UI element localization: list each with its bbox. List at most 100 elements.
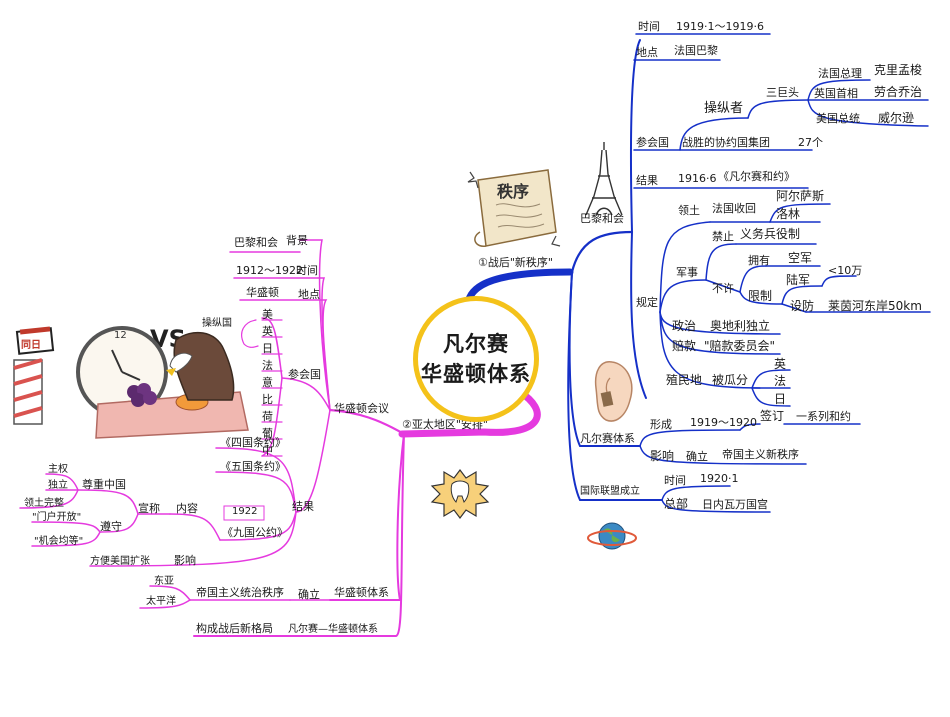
four-power-label[interactable]: 《四国条约》 (220, 435, 286, 449)
wash-system-value[interactable]: 帝国主义统治秩序 (196, 585, 284, 599)
controllers-label[interactable]: 操纵者 (704, 100, 743, 116)
reparation-value[interactable]: "赔款委员会" (704, 338, 775, 353)
form-time[interactable]: 1919～1920 (690, 416, 757, 429)
politics-value[interactable]: 奥地利独立 (710, 318, 770, 333)
abide-label[interactable]: 遵守 (100, 519, 122, 533)
country-5[interactable]: 比 (262, 393, 273, 406)
colony-jp[interactable]: 日 (774, 392, 786, 406)
participants-value[interactable]: 战胜的协约国集团 (682, 135, 770, 149)
conf-place-label[interactable]: 地点 (298, 288, 320, 301)
bg-label[interactable]: 背景 (286, 233, 308, 247)
wash-establish[interactable]: 确立 (298, 587, 320, 601)
country-2[interactable]: 日 (262, 342, 273, 355)
sovereignty-label[interactable]: 主权 (48, 462, 68, 475)
uk-name[interactable]: 劳合乔治 (874, 84, 922, 99)
controllers-left-label[interactable]: 操纵国 (202, 316, 232, 329)
colony-uk[interactable]: 英 (774, 357, 786, 371)
conf-place-value[interactable]: 华盛顿 (246, 285, 279, 299)
country-1[interactable]: 英 (262, 324, 273, 338)
army-limit-label[interactable]: <10万 (828, 264, 862, 277)
conf-time-label[interactable]: 时间 (296, 264, 318, 277)
participants-count[interactable]: 27个 (798, 136, 823, 149)
east-asia-label[interactable]: 东亚 (154, 574, 174, 587)
pacific-label[interactable]: 太平洋 (146, 594, 176, 607)
uk-label[interactable]: 英国首相 (814, 86, 858, 100)
big-three-label[interactable]: 三巨头 (766, 86, 799, 99)
result-date[interactable]: 1916·6 (678, 172, 717, 185)
league-hq-value[interactable]: 日内瓦万国宫 (702, 497, 768, 511)
france-label[interactable]: 法国总理 (818, 66, 862, 80)
nine-power-label[interactable]: 《九国公约》 (222, 526, 288, 539)
equal-opportunity-label[interactable]: "机会均等" (34, 534, 83, 547)
league-label[interactable]: 国际联盟成立 (580, 484, 640, 497)
colony-fr[interactable]: 法 (774, 374, 786, 388)
ban-label[interactable]: 禁止 (712, 230, 734, 243)
country-8[interactable]: 中 (262, 444, 273, 457)
france-recover[interactable]: 法国收回 (712, 201, 756, 215)
integrity-label[interactable]: 领土完整 (24, 496, 64, 509)
content-label[interactable]: 内容 (176, 501, 198, 515)
league-hq-label[interactable]: 总部 (664, 496, 688, 511)
league-time-value[interactable]: 1920·1 (700, 472, 739, 485)
colony-label[interactable]: 殖民地 (666, 372, 702, 387)
effect-establish[interactable]: 确立 (686, 449, 708, 463)
nine-power-year[interactable]: 1922 (232, 506, 257, 517)
fortify-label[interactable]: 设防 (790, 298, 814, 313)
open-door-label[interactable]: "门户开放" (32, 510, 81, 523)
central-topic[interactable]: 凡尔赛 华盛顿体系 (413, 296, 539, 422)
form-label[interactable]: 形成 (650, 418, 672, 431)
place-label[interactable]: 地点 (636, 46, 658, 59)
final-value[interactable]: 构成战后新格局 (196, 621, 273, 635)
have-label[interactable]: 拥有 (748, 253, 770, 267)
impact-left-label[interactable]: 影响 (174, 554, 196, 567)
country-3[interactable]: 法 (262, 358, 273, 372)
conference-label[interactable]: 华盛顿会议 (334, 401, 389, 415)
time-value[interactable]: 1919·1～1919·6 (676, 20, 764, 33)
topic1-label[interactable]: ①战后"新秩序" (478, 255, 553, 269)
declare-label[interactable]: 宣称 (138, 501, 160, 515)
country-6[interactable]: 荷 (262, 410, 273, 423)
effect-order[interactable]: 帝国主义新秩序 (722, 447, 799, 461)
army-label[interactable]: 陆军 (786, 272, 810, 287)
country-4[interactable]: 意 (262, 375, 273, 389)
rhine-label[interactable]: 莱茵河东岸50km (828, 299, 922, 313)
result-label[interactable]: 结果 (636, 174, 658, 187)
rules-label[interactable]: 规定 (636, 295, 658, 309)
independence-label[interactable]: 独立 (48, 478, 68, 491)
politics-label[interactable]: 政治 (672, 319, 696, 333)
respect-label[interactable]: 尊重中国 (82, 477, 126, 491)
us-label[interactable]: 美国总统 (816, 111, 860, 125)
conf-time-value[interactable]: 1912～1922 (236, 264, 303, 277)
country-7[interactable]: 葡 (262, 427, 273, 440)
final-label[interactable]: 凡尔赛—华盛顿体系 (288, 622, 378, 635)
effect-label[interactable]: 影响 (650, 448, 674, 463)
lorraine-label[interactable]: 洛林 (776, 206, 800, 221)
country-0[interactable]: 美 (262, 308, 273, 321)
result-left-label[interactable]: 结果 (292, 500, 314, 513)
military-label[interactable]: 军事 (676, 266, 698, 279)
us-name[interactable]: 威尔逊 (878, 110, 914, 125)
limit-label[interactable]: 限制 (748, 289, 772, 303)
five-power-label[interactable]: 《五国条约》 (220, 459, 286, 473)
airforce-label[interactable]: 空军 (788, 251, 812, 265)
alsace-label[interactable]: 阿尔萨斯 (776, 188, 824, 203)
participants-label[interactable]: 参会国 (636, 135, 669, 149)
colony-value[interactable]: 被瓜分 (712, 373, 748, 387)
paris-label[interactable]: 巴黎和会 (580, 211, 624, 225)
result-value[interactable]: 《凡尔赛和约》 (718, 169, 795, 183)
not-allowed-label[interactable]: 不许 (712, 282, 734, 295)
time-label[interactable]: 时间 (638, 20, 660, 33)
conscription-label[interactable]: 义务兵役制 (740, 226, 800, 241)
france-name[interactable]: 克里孟梭 (874, 62, 922, 77)
league-time-label[interactable]: 时间 (664, 474, 686, 487)
sign-label[interactable]: 签订 (760, 408, 784, 423)
impact-left-value[interactable]: 方便美国扩张 (90, 554, 150, 567)
place-value[interactable]: 法国巴黎 (674, 43, 718, 57)
versailles-label[interactable]: 凡尔赛体系 (580, 431, 635, 445)
reparation-label[interactable]: 赔款 (672, 338, 696, 353)
territory-label[interactable]: 领土 (678, 204, 700, 217)
treaties-label[interactable]: 一系列和约 (796, 409, 851, 423)
participants-left-label[interactable]: 参会国 (288, 367, 321, 381)
wash-system-label[interactable]: 华盛顿体系 (334, 585, 389, 599)
bg-value[interactable]: 巴黎和会 (234, 235, 278, 249)
